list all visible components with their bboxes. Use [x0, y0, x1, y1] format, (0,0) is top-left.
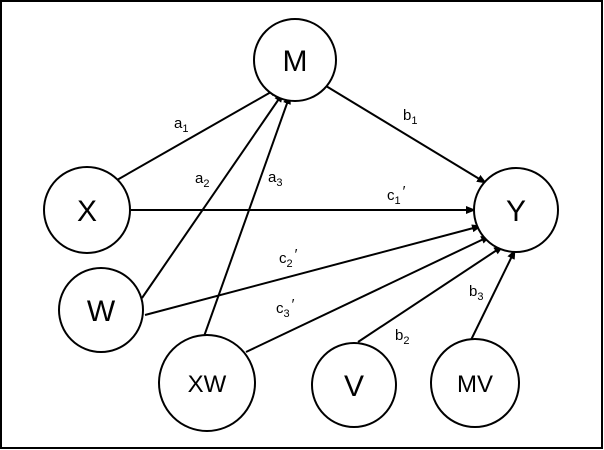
edge-a2-arrow [141, 92, 284, 299]
node-M-label: M [283, 45, 308, 78]
node-V-label: V [344, 370, 364, 403]
node-Y-label: Y [506, 195, 526, 228]
edge-label-b2: b2 [395, 327, 409, 347]
edge-c2-arrow [144, 224, 482, 316]
edge-label-c1: c1′ [387, 183, 406, 207]
edge-b3-arrow [469, 249, 516, 343]
edge-label-a1: a1 [174, 115, 188, 135]
edge-label-b3: b3 [469, 283, 483, 303]
node-MV: MV [430, 338, 520, 428]
edge-label-c2: c2′ [279, 246, 298, 270]
node-XW: XW [158, 334, 256, 432]
node-V: V [311, 342, 397, 428]
edge-label-a3: a3 [268, 169, 282, 189]
node-W-label: W [87, 295, 116, 328]
node-X-label: X [77, 195, 97, 228]
node-W: W [58, 267, 144, 353]
edge-a3-arrow [201, 94, 291, 343]
edge-label-a2: a2 [195, 170, 209, 190]
edge-b1-arrow [325, 85, 487, 184]
node-XW-label: XW [188, 371, 227, 398]
edge-b2-arrow [357, 245, 504, 343]
edge-c3-arrow [245, 235, 491, 353]
node-X: X [43, 166, 131, 254]
edge-label-c3: c3′ [276, 296, 295, 320]
node-M: M [253, 18, 337, 102]
node-MV-label: MV [457, 371, 493, 398]
edge-label-b1: b1 [403, 107, 417, 127]
edge-a1-arrow [116, 87, 279, 181]
node-Y: Y [473, 167, 559, 253]
